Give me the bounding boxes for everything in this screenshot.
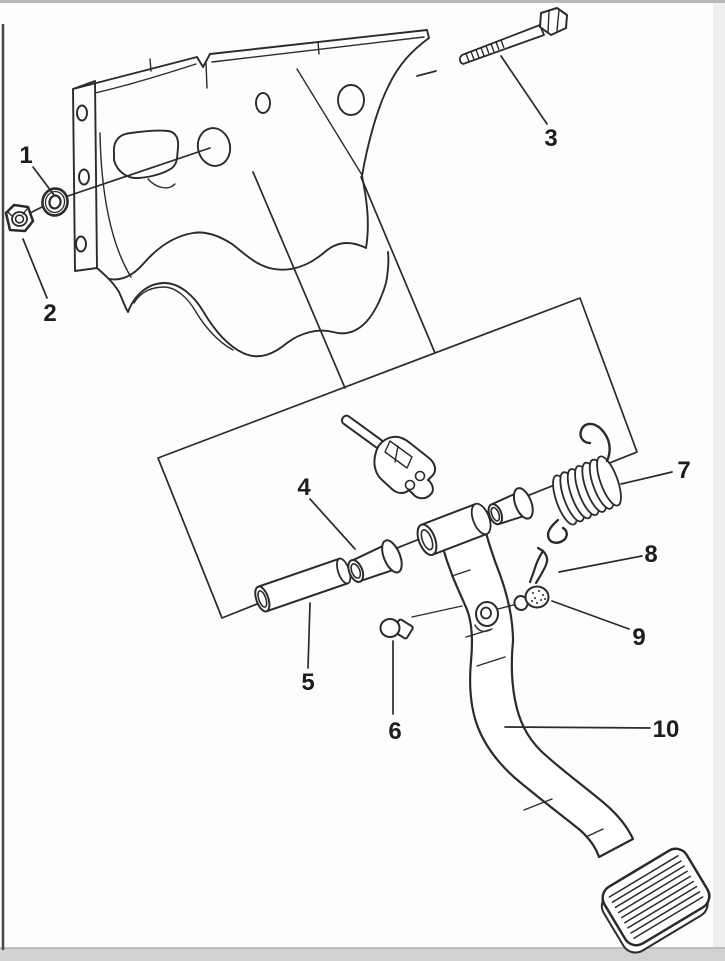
clip-pin-leg-right xyxy=(534,549,549,585)
dome-pin-head xyxy=(379,618,401,638)
bracket-flange-hole-1 xyxy=(76,104,88,122)
bushing-left xyxy=(347,539,403,583)
scan-edge-right xyxy=(713,3,725,948)
bushing-right-bore xyxy=(490,506,501,522)
callout-label-7: 7 xyxy=(677,457,690,484)
spring-coil xyxy=(596,455,622,507)
clevis-body xyxy=(373,435,437,500)
association-line-left xyxy=(252,171,346,389)
pedal-arm-hole-boss xyxy=(475,601,499,627)
grouping-box-outline xyxy=(157,297,638,619)
pedal-pad xyxy=(600,847,711,954)
spring-top-hook xyxy=(579,422,611,463)
leader-5 xyxy=(307,602,311,669)
callout-label-1: 1 xyxy=(19,142,32,169)
leader-7 xyxy=(620,471,673,485)
washer-to-hole-line xyxy=(61,147,211,199)
callout-label-3: 3 xyxy=(544,125,557,152)
pedal-arm-hole xyxy=(480,606,492,620)
bracket-face-crease xyxy=(99,132,132,278)
bracket-kidney-tail xyxy=(147,178,176,189)
clevis-hole-2 xyxy=(404,479,416,491)
leader-8 xyxy=(558,555,643,573)
leader-1 xyxy=(32,166,55,196)
spring-bottom-hook xyxy=(546,518,568,544)
stop-bolt-knurl-dots xyxy=(531,590,546,604)
callout-label-6: 6 xyxy=(388,718,401,745)
scan-edge-top xyxy=(0,0,725,3)
pivot-bolt xyxy=(458,7,568,65)
bracket-kidney-cutout xyxy=(113,129,180,179)
leader-3 xyxy=(500,55,548,125)
bushing-left-bore xyxy=(350,563,362,579)
nut-chamfer xyxy=(11,211,28,227)
mounting-bracket xyxy=(72,29,430,358)
leader-2 xyxy=(22,238,48,299)
leader-10 xyxy=(504,726,651,729)
association-line-right xyxy=(360,176,436,354)
bushing-left-flange xyxy=(381,539,403,574)
bolt-to-bracket-dash xyxy=(416,70,437,77)
bushing-right-flange xyxy=(512,487,534,520)
bracket-top-flange-outline xyxy=(72,29,430,177)
push-rod-clevis xyxy=(340,414,437,500)
bracket-pivot-hole xyxy=(196,127,232,167)
clevis-slot xyxy=(384,440,413,469)
dome-pin xyxy=(379,605,463,640)
nut-to-washer-dash xyxy=(29,206,43,214)
spacer-tube xyxy=(254,557,352,613)
pedal-arm-hatches xyxy=(451,569,604,837)
return-spring xyxy=(546,422,622,544)
grouping-box xyxy=(157,171,638,619)
bolt-hex-head xyxy=(539,7,568,36)
pivot-tube-bore xyxy=(420,529,434,551)
bracket-gusset-fold xyxy=(296,68,363,176)
dome-pin-alignment-line xyxy=(411,605,463,618)
scan-edge-bottom xyxy=(0,948,725,961)
bracket-flange-hole-2 xyxy=(78,168,90,186)
stop-bolt xyxy=(513,585,550,611)
bolt-head-facets xyxy=(547,9,560,34)
leader-9 xyxy=(551,600,630,630)
bracket-face-bottom-edge xyxy=(109,175,369,281)
bracket-lower-lip-edge xyxy=(96,251,390,358)
leader-4 xyxy=(309,498,356,550)
pedal-arm xyxy=(441,526,635,859)
callout-label-8: 8 xyxy=(644,541,657,568)
alignment-lines xyxy=(29,70,437,214)
bracket-fold-ticks xyxy=(149,41,320,89)
nut-facet-lines xyxy=(7,208,28,218)
nut xyxy=(4,203,35,233)
washer xyxy=(41,187,69,217)
washer-bore xyxy=(48,194,62,210)
callout-label-10: 10 xyxy=(653,716,680,743)
bracket-gusset-hole xyxy=(337,84,365,116)
clip-pin-head xyxy=(536,546,545,553)
bolt-threads xyxy=(465,39,505,62)
callout-labels: 1 2 3 4 5 6 7 8 9 10 xyxy=(19,125,690,745)
stop-bolt-head xyxy=(524,585,550,609)
callout-label-2: 2 xyxy=(43,300,56,327)
callout-label-9: 9 xyxy=(632,624,645,651)
clevis-hole-1 xyxy=(414,470,426,482)
clip-pin-leg-left xyxy=(528,549,545,584)
washer-mid xyxy=(44,190,66,214)
callout-label-5: 5 xyxy=(301,669,314,696)
pedal-pad-ridges xyxy=(608,855,704,939)
clip-pin xyxy=(528,546,549,585)
callout-label-4: 4 xyxy=(297,474,311,501)
bracket-arch-inner-line xyxy=(133,286,234,351)
nut-hex xyxy=(4,203,35,233)
bracket-small-hole xyxy=(255,92,271,114)
leader-lines xyxy=(22,55,673,729)
bushing-right xyxy=(487,487,534,526)
bracket-flange-hole-3 xyxy=(75,235,87,253)
spacer-bore xyxy=(257,590,268,608)
pedal-pivot-tube xyxy=(416,502,492,556)
nut-bore xyxy=(14,214,25,224)
